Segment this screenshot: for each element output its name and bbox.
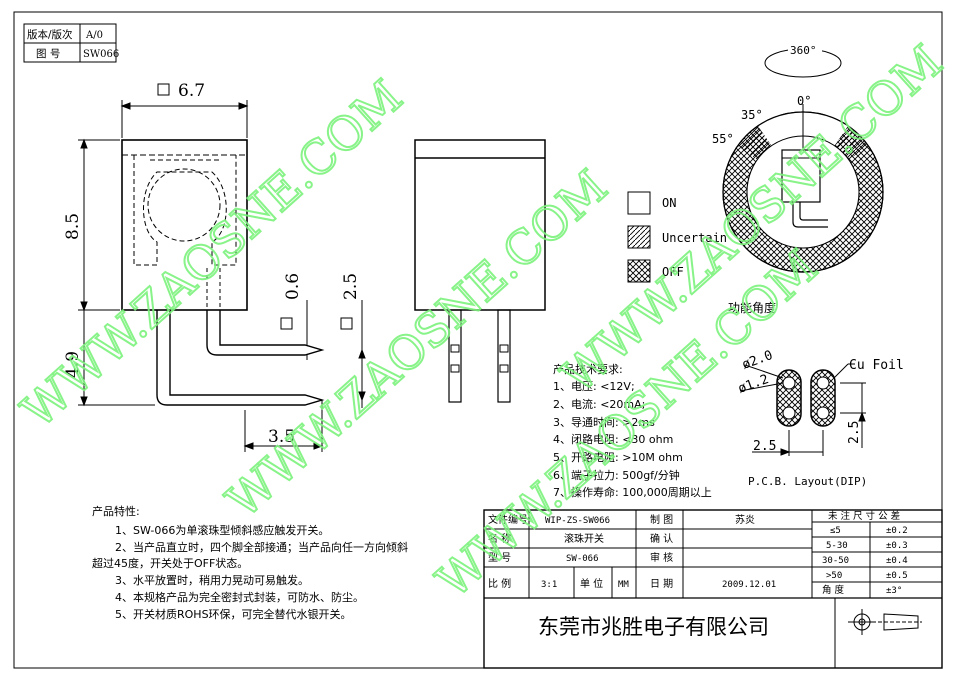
model-label: 型 号	[488, 551, 511, 564]
tolerance-header: 未 注 尺 寸 公 差	[828, 510, 900, 522]
file-no-label: 文件编号	[488, 513, 528, 526]
legend-on-label: ON	[662, 196, 676, 210]
scale-value: 3:1	[541, 580, 557, 590]
tech-spec-line: 5、开路电阻: >10M ohm	[553, 451, 683, 464]
drawer-value: 苏炎	[735, 513, 755, 526]
tech-spec-line: 4、闭路电阻: <30 ohm	[553, 433, 673, 446]
version-label: 版本/版次	[27, 28, 73, 41]
feature-line: 1、SW-066为单滚珠型倾斜感应触发开关。	[115, 523, 329, 537]
legend-off-swatch	[627, 259, 651, 283]
pcb-d1: ø1.2	[736, 372, 771, 397]
check-label: 审 核	[650, 551, 673, 564]
pcb-layout: ø2.0 ø1.2 Cu Foil 2.5 2.5 P.C.B. Layout(…	[736, 348, 904, 488]
tech-spec-line: 2、电流: <20mA;	[553, 397, 645, 411]
unit-label: 单 位	[580, 577, 603, 590]
dim-lead-length: 4.9	[63, 351, 83, 378]
tolerance-value: ±0.4	[886, 556, 908, 566]
tolerance-value: ±0.5	[886, 571, 908, 581]
features-title: 产品特性:	[92, 504, 140, 518]
legend-uncertain-label: Uncertain	[662, 231, 727, 245]
tolerance-value: ±3°	[886, 586, 902, 596]
legend-on-swatch	[627, 191, 651, 215]
name-value: 滚珠开关	[564, 532, 604, 545]
tolerance-range: 5-30	[826, 541, 848, 551]
pcb-dim-w: 2.5	[753, 439, 776, 454]
title-block-text: 文件编号 WIP-ZS-SW066 名 称 滚珠开关 型 号 SW-066 比 …	[488, 510, 908, 639]
dim-pin-spacing: 3.5	[268, 427, 295, 447]
feature-line: 超过45度，开关处于OFF状态。	[92, 556, 248, 570]
dim-width-top: 6.7	[178, 81, 205, 101]
draw-label: 制 图	[650, 513, 673, 526]
tech-spec-line: 1、电压: <12V;	[553, 380, 635, 393]
watermark-text: WWW.ZAOSNE.COM	[551, 34, 952, 403]
scale-label: 比 例	[488, 577, 511, 590]
tech-spec-line: 7、操作寿命: 100,000周期以上	[553, 485, 712, 499]
drawing-no-label: 图 号	[36, 48, 60, 60]
date-label: 日 期	[650, 578, 673, 590]
dim-height-body: 8.5	[63, 213, 83, 240]
product-features: 产品特性: 1、SW-066为单滚珠型倾斜感应触发开关。 2、当产品直立时，四个…	[92, 504, 408, 621]
feature-line: 5、开关材质ROHS环保，可完全替代水银开关。	[115, 607, 352, 621]
dim-pin-size-a: 0.6	[283, 273, 303, 300]
name-label: 名 称	[488, 532, 511, 545]
rotation-diagram: 360° 0° 35° 55° 功能角度	[712, 44, 884, 315]
function-angle-caption: 功能角度	[728, 300, 776, 315]
pcb-caption: P.C.B. Layout(DIP)	[748, 475, 867, 488]
unit-value: MM	[618, 580, 629, 590]
tech-specs-title: 产品技术要求:	[553, 362, 623, 376]
drawing-no-value: SW066	[83, 49, 119, 60]
feature-line: 2、当产品直立时，四个脚全部接通；当产品向任一方向倾斜	[115, 540, 408, 554]
tolerance-range: >50	[826, 571, 842, 581]
dim-pin-size-b: 2.5	[341, 273, 361, 300]
date-value: 2009.12.01	[722, 580, 776, 590]
file-no-value: WIP-ZS-SW066	[545, 516, 610, 526]
side-view	[414, 139, 546, 403]
angle-0: 0°	[797, 94, 811, 108]
tech-specs: 产品技术要求: 1、电压: <12V; 2、电流: <20mA; 3、导通时间:…	[553, 362, 712, 499]
tolerance-range: 角 度	[822, 584, 845, 596]
feature-line: 3、水平放置时，稍用力晃动可易触发。	[115, 573, 309, 587]
pcb-cu-foil: Cu Foil	[849, 358, 904, 373]
confirm-label: 确 认	[650, 532, 673, 545]
angle-35: 35°	[741, 108, 763, 122]
tolerance-range: 30-50	[822, 556, 849, 566]
legend-off-label: OFF	[662, 265, 684, 279]
angle-55: 55°	[712, 132, 734, 146]
feature-line: 4、本规格产品为完全密封式封装，可防水、防尘。	[115, 590, 364, 604]
tech-spec-line: 3、导通时间: >2ms	[553, 416, 655, 429]
legend: ON Uncertain OFF	[627, 191, 727, 283]
drawing-frame	[13, 11, 943, 669]
legend-uncertain-swatch	[627, 225, 651, 249]
tolerance-value: ±0.3	[886, 541, 908, 551]
title-block	[483, 509, 943, 669]
tech-spec-line: 6、端子拉力: 500gf/分钟	[553, 468, 680, 482]
version-block: 版本/版次 A/0 图 号 SW066	[23, 23, 119, 63]
front-view	[78, 83, 366, 452]
rotation-full: 360°	[790, 44, 817, 57]
pcb-dim-h: 2.5	[847, 421, 862, 444]
tolerance-range: ≤5	[830, 526, 841, 536]
version-value: A/0	[85, 30, 103, 41]
model-value: SW-066	[566, 554, 599, 564]
company-name: 东莞市兆胜电子有限公司	[538, 615, 769, 639]
tolerance-value: ±0.2	[886, 526, 908, 536]
